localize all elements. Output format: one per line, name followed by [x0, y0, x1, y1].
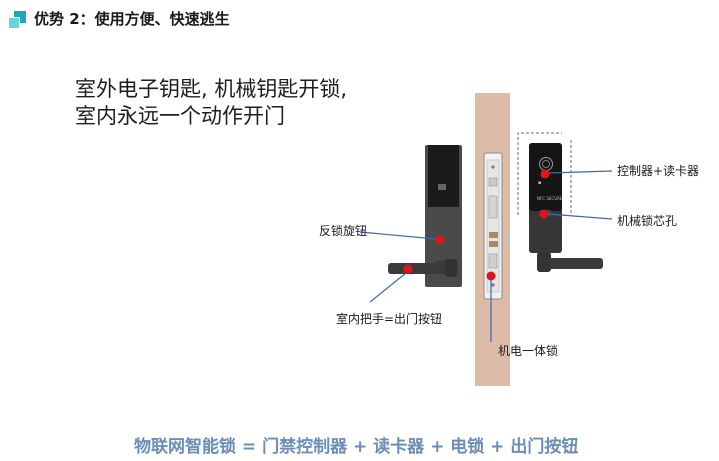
- marker-knob: [435, 235, 445, 245]
- svg-text:NFC SECURE: NFC SECURE: [537, 196, 563, 201]
- page-heading: 优势 2：使用方便、快速逃生: [34, 10, 230, 28]
- leader-inner-handle: [369, 272, 407, 303]
- label-key-cylinder: 机械锁芯孔: [617, 214, 678, 228]
- label-knob: 反锁旋钮: [319, 224, 368, 238]
- marker-inner-handle: [403, 264, 413, 274]
- lead-line-1: 室外电子钥匙, 机械钥匙开锁,: [75, 77, 348, 101]
- svg-text:▪: ▪: [538, 180, 541, 186]
- leader-controller: [548, 170, 613, 174]
- label-controller: 控制器+读卡器: [617, 164, 700, 178]
- leader-knob: [359, 231, 437, 240]
- label-inner-handle: 室内把手=出门按钮: [336, 312, 443, 326]
- summary-formula: 物联网智能锁 = 门禁控制器 + 读卡器 + 电锁 + 出门按钮: [134, 437, 579, 457]
- label-mortise: 机电一体锁: [498, 344, 559, 358]
- exterior-handle: [537, 258, 603, 269]
- marker-controller: [540, 169, 550, 179]
- leader-key-cylinder: [547, 213, 613, 220]
- heading-icon: [8, 11, 26, 29]
- lead-text: 室外电子钥匙, 机械钥匙开锁, 室内永远一个动作开门: [75, 76, 347, 130]
- marker-mortise: [486, 271, 496, 281]
- marker-key-cylinder: [539, 209, 549, 219]
- lead-line-2: 室内永远一个动作开门: [75, 104, 285, 128]
